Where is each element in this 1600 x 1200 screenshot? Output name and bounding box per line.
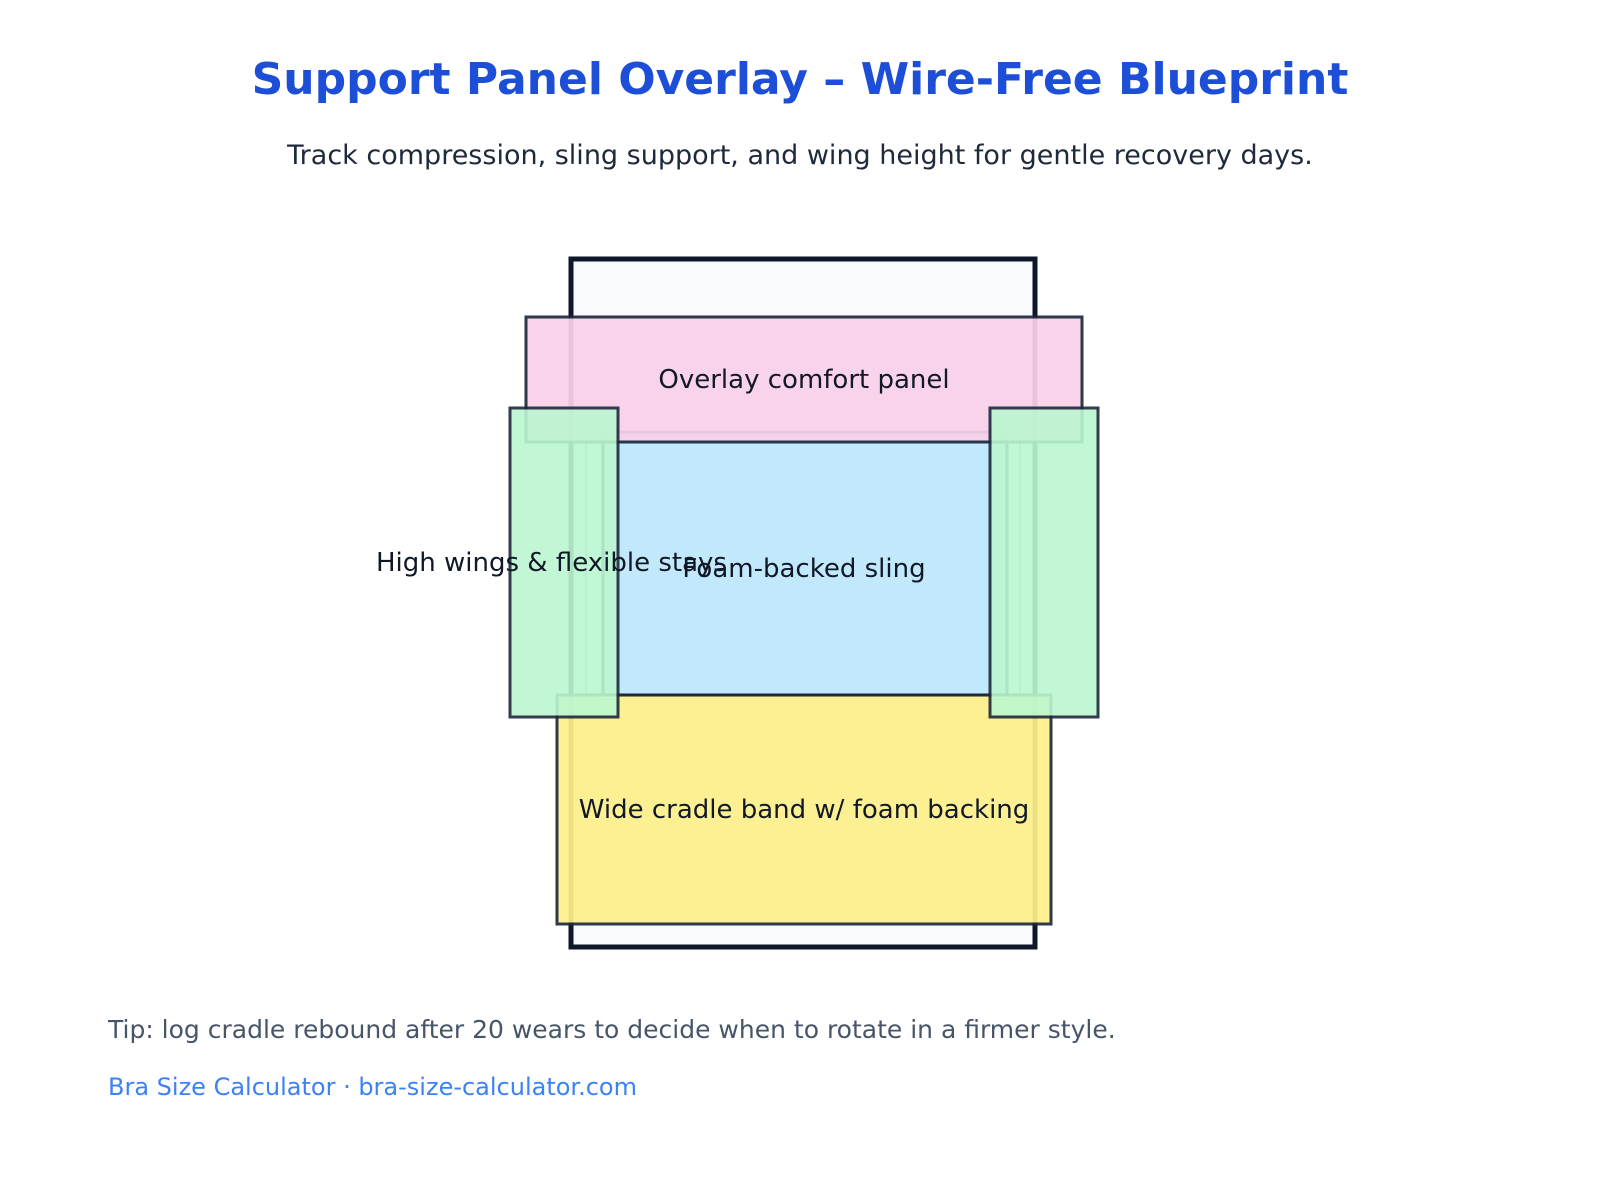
right-wing-panel xyxy=(988,406,1100,719)
left-wing-panel xyxy=(508,406,620,719)
cradle-band-panel xyxy=(555,693,1053,926)
sling-panel xyxy=(601,430,1009,697)
overlay-panel-label: Overlay comfort panel xyxy=(658,365,949,395)
cradle-band-label: Wide cradle band w/ foam backing xyxy=(579,795,1030,825)
page-subtitle: Track compression, sling support, and wi… xyxy=(287,140,1313,171)
brand-link[interactable]: Bra Size Calculator · bra-size-calculato… xyxy=(108,1073,637,1101)
page-title: Support Panel Overlay – Wire-Free Bluepr… xyxy=(251,54,1349,105)
sling-label: Foam-backed sling xyxy=(682,554,925,584)
wings-label: High wings & flexible stays xyxy=(376,548,727,578)
tip-text: Tip: log cradle rebound after 20 wears t… xyxy=(108,1015,1116,1044)
